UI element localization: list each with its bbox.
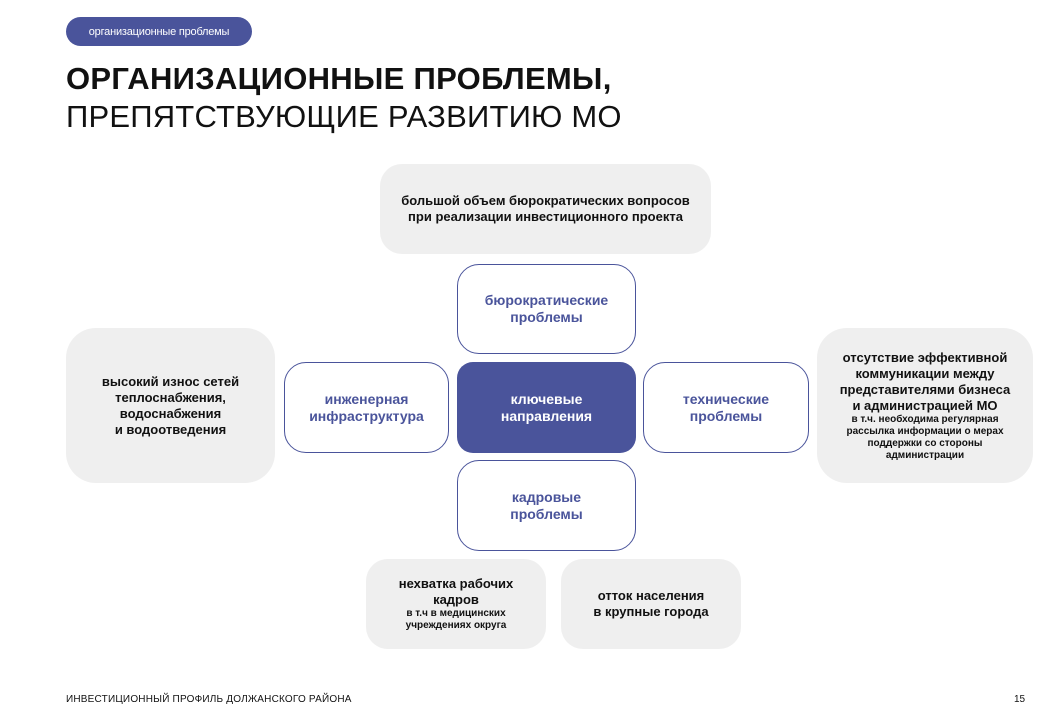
note-staff-shortage-sub-2: учреждениях округа — [405, 620, 507, 631]
node-bureaucratic-line-2: проблемы — [510, 309, 583, 325]
note-communication-sub-4: администрации — [885, 449, 965, 461]
note-infrastructure-line-3: водоснабжения — [119, 405, 222, 421]
page-number: 15 — [1014, 694, 1026, 705]
node-personnel-line-2: проблемы — [510, 505, 583, 522]
note-bureaucracy: большой объем бюрократических вопросов п… — [380, 164, 711, 254]
node-bureaucratic-problems: бюрократические проблемы — [457, 264, 636, 354]
node-engineering-infrastructure: инженерная инфраструктура — [284, 362, 449, 453]
note-population-outflow: отток населения в крупные города — [561, 559, 741, 649]
node-personnel-problems: кадровые проблемы — [457, 460, 636, 551]
note-staff-shortage: нехватка рабочих кадров в т.ч в медицинс… — [366, 559, 546, 649]
note-communication-line-2: коммуникации между — [855, 365, 995, 381]
note-infrastructure: высокий износ сетей теплоснабжения, водо… — [66, 328, 275, 483]
note-communication-line-1: отсутствие эффективной — [842, 349, 1008, 365]
node-center-line-2: направления — [500, 407, 593, 424]
page-title: ОРГАНИЗАЦИОННЫЕ ПРОБЛЕМЫ, ПРЕПЯТСТВУЮЩИЕ… — [66, 60, 622, 136]
note-communication-sub-1: в т.ч. необходима регулярная — [851, 413, 999, 425]
note-population-outflow-line-2: в крупные города — [593, 604, 709, 619]
node-technical-line-2: проблемы — [689, 407, 763, 424]
section-badge: организационные проблемы — [66, 17, 252, 46]
node-key-directions: ключевые направления — [457, 362, 636, 453]
note-staff-shortage-line-1: нехватка рабочих — [398, 576, 514, 591]
node-engineering-line-1: инженерная — [324, 390, 409, 407]
note-bureaucracy-line-1: большой объем бюрократических вопросов — [401, 193, 690, 208]
note-staff-shortage-line-2: кадров — [433, 592, 479, 607]
note-communication: отсутствие эффективной коммуникации межд… — [817, 328, 1033, 483]
note-infrastructure-line-2: теплоснабжения, — [115, 389, 226, 405]
page-title-line-1: ОРГАНИЗАЦИОННЫЕ ПРОБЛЕМЫ, — [66, 61, 612, 96]
note-infrastructure-line-1: высокий износ сетей — [101, 373, 240, 389]
node-personnel-line-1: кадровые — [511, 488, 582, 505]
note-communication-sub-3: поддержки со стороны — [867, 437, 983, 449]
node-engineering-line-2: инфраструктура — [309, 407, 424, 424]
page-title-line-2: ПРЕПЯТСТВУЮЩИЕ РАЗВИТИЮ МО — [66, 99, 622, 134]
node-center-line-1: ключевые — [510, 390, 583, 407]
node-technical-line-1: технические — [682, 390, 770, 407]
note-infrastructure-line-4: и водоотведения — [114, 421, 227, 437]
footer-document-title: ИНВЕСТИЦИОННЫЙ ПРОФИЛЬ ДОЛЖАНСКОГО РАЙОН… — [66, 694, 352, 705]
node-bureaucratic-line-1: бюрократические — [484, 292, 609, 308]
note-communication-line-4: и администрацией МО — [852, 397, 998, 413]
node-technical-problems: технические проблемы — [643, 362, 809, 453]
note-population-outflow-line-1: отток населения — [597, 588, 705, 603]
note-communication-line-3: представителями бизнеса — [839, 381, 1011, 397]
note-communication-sub-2: рассылка информации о мерах — [846, 425, 1004, 437]
note-bureaucracy-line-2: при реализации инвестиционного проекта — [408, 209, 683, 224]
note-staff-shortage-sub-1: в т.ч в медицинских — [406, 608, 506, 619]
